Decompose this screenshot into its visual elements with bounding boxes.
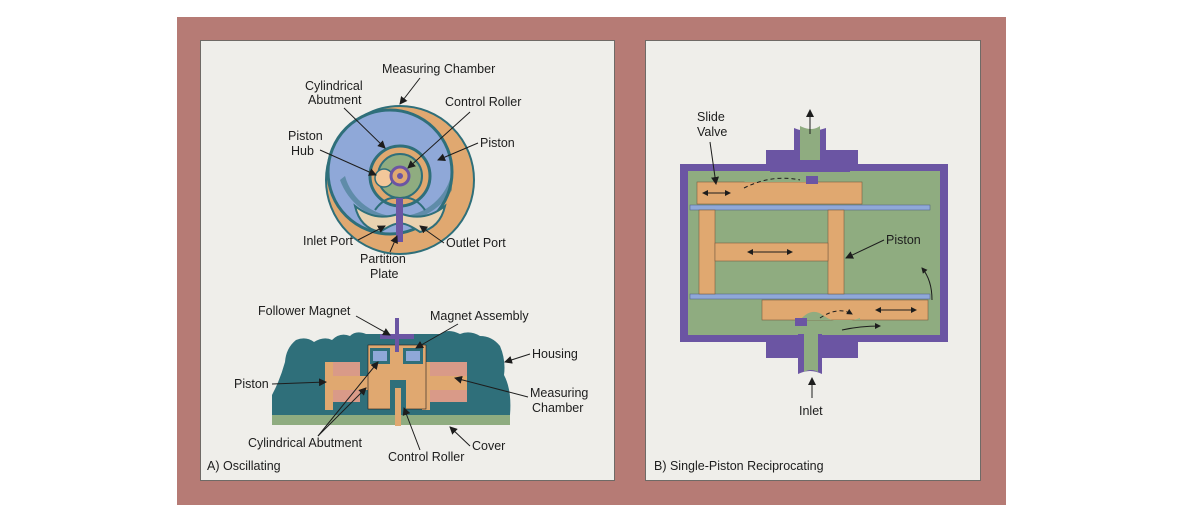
label-slide-2: Valve (697, 125, 727, 139)
arrow-control-roller-bottom (402, 407, 421, 451)
caption-oscillating: A) Oscillating (207, 459, 281, 473)
top-guide-rod (689, 204, 931, 211)
label-control-roller: Control Roller (445, 95, 521, 109)
oscillating-meter-cross-section (272, 318, 511, 426)
control-roller-center (397, 173, 403, 179)
oscillating-meter-top-view (325, 105, 475, 255)
piston-shadow (340, 172, 452, 221)
arrow-piston-bottom (271, 378, 327, 387)
outlet-port (800, 126, 820, 160)
magnet-right-inner (406, 351, 420, 361)
arrow-outlet-port (419, 225, 445, 244)
arrow-piston-b (845, 239, 885, 259)
label-piston-hub-2: Hub (291, 144, 314, 158)
label-housing: Housing (532, 347, 578, 361)
bottom-valve-cavity (800, 311, 860, 322)
label-piston-top: Piston (480, 136, 515, 150)
arrow-cylindrical-abutment-1 (317, 387, 367, 437)
arrow-measuring-chamber-bottom (454, 375, 529, 398)
inlet-port-b (804, 334, 818, 372)
arrow-cylindrical-abutment-2 (317, 361, 379, 437)
arrow-cylindrical-abutment (343, 107, 386, 149)
valve-stop (806, 176, 818, 184)
arrow-partition-plate (389, 235, 398, 253)
label-follower-magnet: Follower Magnet (258, 304, 351, 318)
arrow-measuring-chamber (399, 77, 421, 105)
arrow-cover (449, 426, 471, 447)
labels-bottom: Follower Magnet Magnet Assembly Housing … (234, 304, 588, 464)
label-piston-hub-1: Piston (288, 129, 323, 143)
label-measuring-chamber-1: Measuring (530, 386, 588, 400)
label-cylindrical-2: Abutment (308, 93, 362, 107)
slide-valve-cavity (744, 173, 808, 182)
label-control-roller-bottom: Control Roller (388, 450, 464, 464)
arrow-housing (504, 353, 531, 364)
reciprocating-meter (680, 109, 948, 398)
label-cylindrical-1: Cylindrical (305, 79, 363, 93)
arrow-inlet-port (357, 225, 386, 241)
piston-right-b (827, 209, 845, 295)
label-cover: Cover (472, 439, 505, 453)
label-partition-2: Plate (370, 267, 399, 281)
labels-panel-b: Slide Valve Piston Inlet (697, 110, 921, 418)
partition-plate (396, 198, 403, 242)
flow-bottom (819, 308, 853, 319)
flow-top (743, 177, 801, 189)
flow-outlet-bottom (841, 323, 881, 331)
arrow-slide-valve (709, 141, 719, 185)
control-roller-pin (395, 388, 401, 426)
label-slide-1: Slide (697, 110, 725, 124)
outlet-curve (401, 196, 426, 211)
label-piston-b: Piston (886, 233, 921, 247)
valve-stop-bottom (795, 318, 807, 326)
follower-shaft (395, 318, 399, 352)
labels-top: Measuring Chamber Cylindrical Abutment C… (288, 62, 521, 281)
caption-single-piston: B) Single-Piston Reciprocating (654, 459, 824, 473)
flow-right (921, 267, 933, 301)
arrow-follower-magnet (355, 315, 391, 336)
label-outlet-port: Outlet Port (446, 236, 506, 250)
arrow-piston-top (437, 142, 479, 161)
inlet-curve (374, 196, 399, 211)
magnet-left-inner (373, 351, 387, 361)
label-cylindrical-abutment: Cylindrical Abutment (248, 436, 362, 450)
cover (272, 415, 510, 425)
bottom-guide-rod (689, 293, 931, 300)
label-piston-bottom: Piston (234, 377, 269, 391)
piston-left-end (325, 362, 333, 410)
label-partition-1: Partition (360, 252, 406, 266)
arrow-control-roller (407, 111, 471, 169)
label-measuring-chamber-2: Chamber (532, 401, 583, 415)
label-measuring-chamber: Measuring Chamber (382, 62, 495, 76)
label-magnet-assembly: Magnet Assembly (430, 309, 529, 323)
arrow-piston-hub (319, 149, 377, 176)
piston-left-b (698, 209, 716, 295)
label-inlet: Inlet (799, 404, 823, 418)
label-inlet-port: Inlet Port (303, 234, 354, 248)
arrow-magnet-assembly (415, 323, 459, 349)
